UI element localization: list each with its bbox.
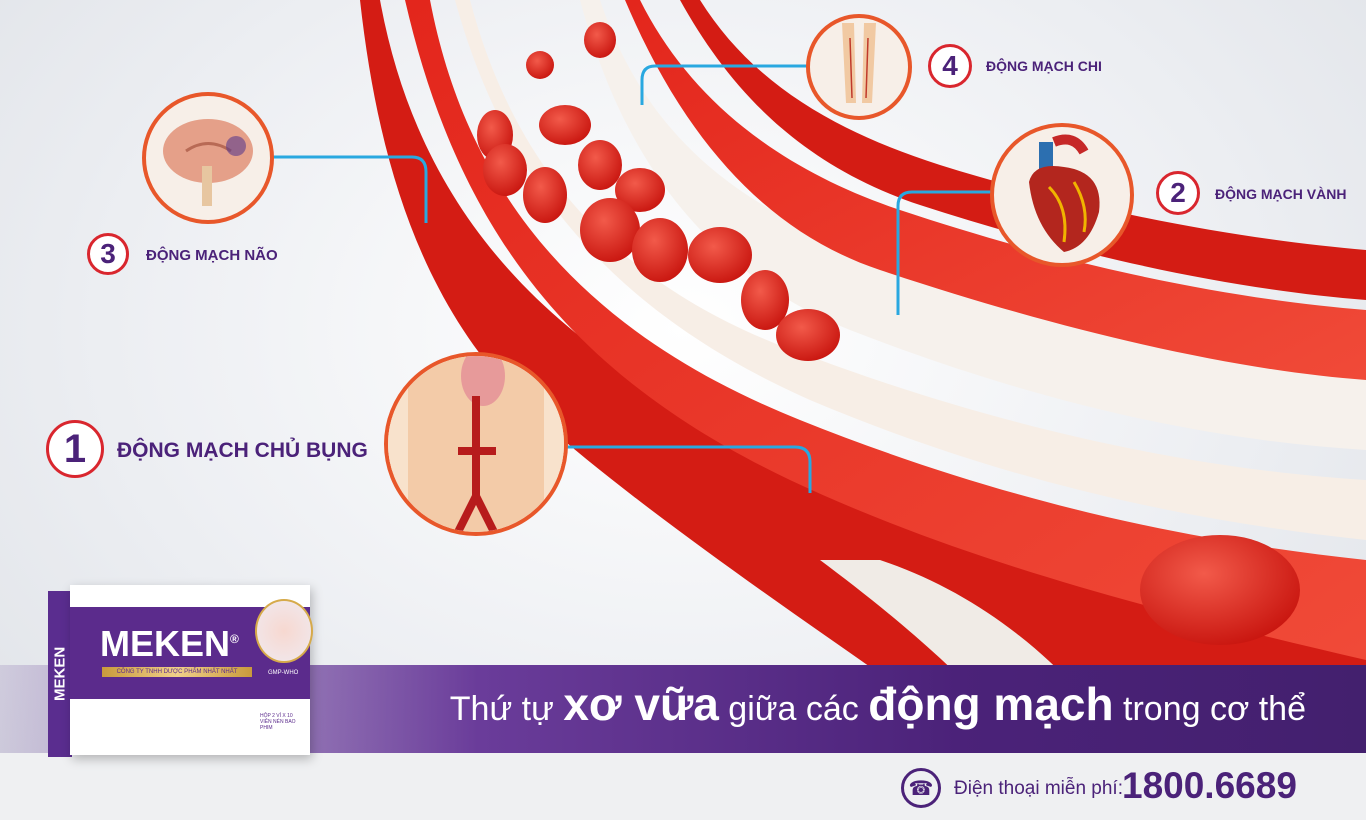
product-box: MEKEN MEKEN® CÔNG TY TNHH DƯỢC PHẨM NHẤT… bbox=[48, 577, 313, 757]
heart-callout-image bbox=[990, 123, 1134, 267]
phone-number[interactable]: 1800.6689 bbox=[1122, 765, 1297, 806]
callout-number-1: 1 bbox=[46, 420, 104, 478]
callout-label-brain: ĐỘNG MẠCH NÃO bbox=[146, 247, 278, 264]
torso-aorta-icon bbox=[388, 356, 564, 532]
product-box-side-brand: MEKEN bbox=[48, 591, 72, 757]
brain-callout-image bbox=[142, 92, 274, 224]
torso-callout-image bbox=[384, 352, 568, 536]
phone-icon: ☎ bbox=[901, 768, 941, 808]
banner-title: Thứ tự xơ vữa giữa các động mạch trong c… bbox=[449, 678, 1306, 730]
callout-number-3: 3 bbox=[87, 233, 129, 275]
callout-number-2: 2 bbox=[1156, 171, 1200, 215]
product-organ-image bbox=[255, 599, 313, 663]
callout-label-coronary: ĐỘNG MẠCH VÀNH bbox=[1215, 186, 1347, 202]
product-brand: MEKEN® bbox=[100, 623, 239, 664]
callout-connector-lines bbox=[272, 64, 993, 493]
callout-number-4: 4 bbox=[928, 44, 972, 88]
product-company: CÔNG TY TNHH DƯỢC PHẨM NHẤT NHẤT bbox=[102, 667, 252, 677]
footer bbox=[0, 753, 1366, 820]
callout-label-abdominal-aorta: ĐỘNG MẠCH CHỦ BỤNG bbox=[117, 439, 368, 462]
red-blood-cells bbox=[477, 22, 1300, 645]
brain-icon bbox=[163, 119, 253, 206]
legs-icon bbox=[842, 23, 876, 103]
callout-label-limbs: ĐỘNG MẠCH CHI bbox=[986, 58, 1102, 74]
phone-label: Điện thoại miễn phí: bbox=[954, 778, 1123, 799]
legs-callout-image bbox=[806, 14, 912, 120]
product-pack-info: HỘP 2 VỈ X 10 VIÊN NÉN BAO PHIM bbox=[260, 713, 296, 731]
heart-icon bbox=[1029, 134, 1100, 252]
product-box-front: MEKEN® CÔNG TY TNHH DƯỢC PHẨM NHẤT NHẤT … bbox=[70, 585, 313, 755]
product-certification: GMP-WHO bbox=[268, 670, 299, 676]
